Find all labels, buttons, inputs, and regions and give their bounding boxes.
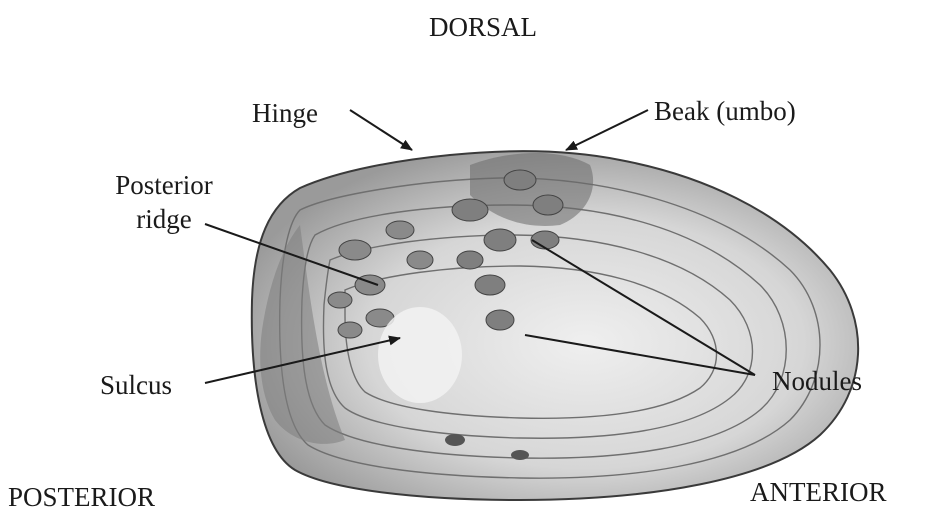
sulcus-label: Sulcus	[100, 372, 172, 399]
posterior-ridge-label-line2: ridge	[94, 206, 234, 233]
beak-label: Beak (umbo)	[654, 98, 796, 125]
dorsal-label: DORSAL	[429, 14, 537, 41]
sulcus-area	[378, 307, 462, 403]
posterior-label: POSTERIOR	[8, 484, 155, 511]
nodules-label: Nodules	[772, 368, 862, 395]
beak-arrow	[566, 110, 648, 150]
posterior-ridge-label-line1: Posterior	[94, 172, 234, 199]
hinge-label: Hinge	[252, 100, 318, 127]
anterior-label: ANTERIOR	[750, 479, 887, 506]
hinge-arrow	[350, 110, 412, 150]
